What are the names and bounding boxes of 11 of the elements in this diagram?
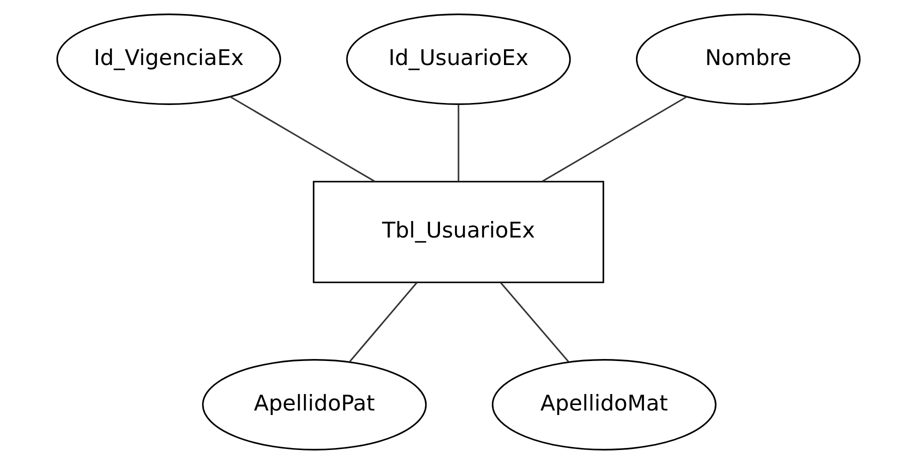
connector [542,96,687,182]
node-ellipse: Id_VigenciaEx [56,14,281,105]
connector [500,282,569,362]
node-ellipse: Nombre [635,14,860,105]
node-ellipse: Id_UsuarioEx [346,14,570,105]
node-ellipse: ApellidoMat [491,359,716,450]
node-ellipse: ApellidoPat [202,359,426,450]
node-box: Tbl_UsuarioEx [312,180,604,284]
connector [348,282,417,362]
connector [229,96,374,182]
connector [457,104,459,182]
